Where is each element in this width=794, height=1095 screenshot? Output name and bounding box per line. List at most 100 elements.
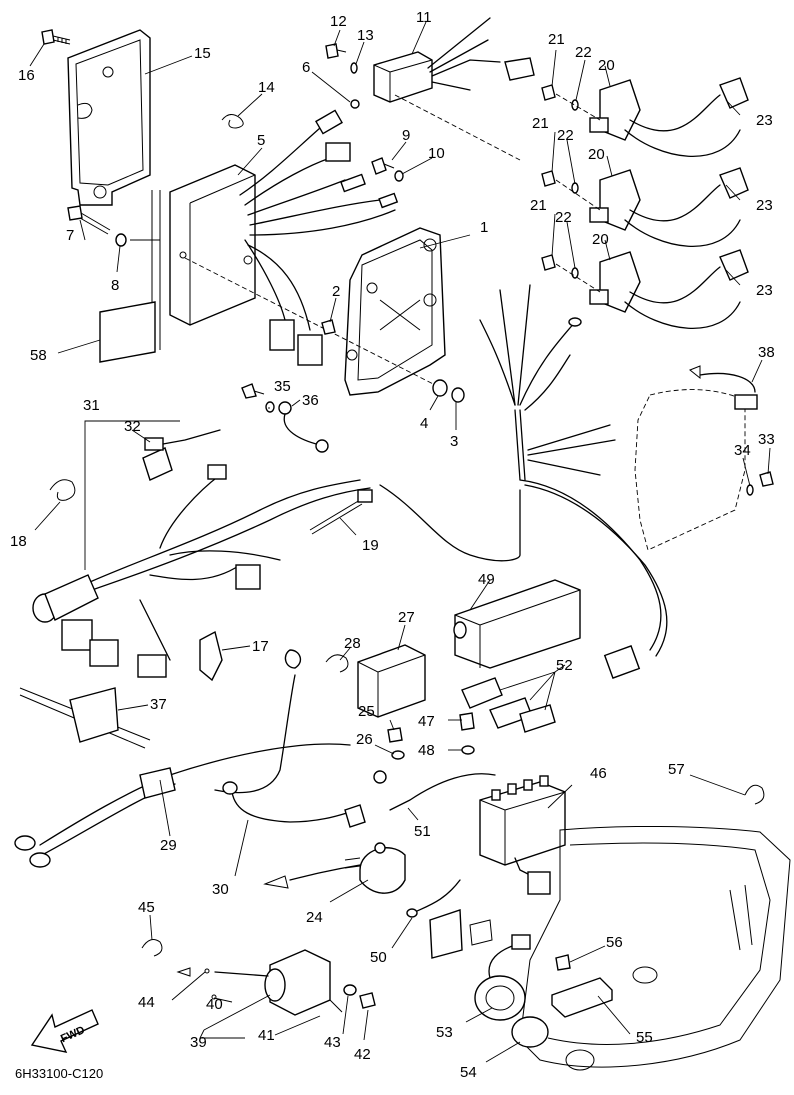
callout-19: 19 [362, 537, 379, 554]
part-46-starter-relay [479, 775, 566, 895]
callout-5: 5 [257, 132, 265, 149]
callout-22c: 22 [555, 209, 572, 226]
part-2-bolt [321, 319, 336, 335]
part-51-lead [389, 773, 496, 811]
part-3-nut [451, 387, 465, 403]
part-43-washer [343, 984, 357, 996]
callout-41: 41 [258, 1027, 275, 1044]
callout-17: 17 [252, 638, 269, 655]
part-13-washer [350, 62, 358, 74]
callout-23b: 23 [756, 197, 773, 214]
callout-3: 3 [450, 433, 458, 450]
part-15-cover [67, 29, 151, 206]
part-57-clip [744, 784, 765, 805]
callout-20b: 20 [588, 146, 605, 163]
part-20-ignition-coil-2 [589, 167, 749, 248]
callout-39: 39 [190, 1034, 207, 1051]
bottom-cowling [519, 825, 791, 1071]
part-20-ignition-coil-1 [589, 77, 749, 158]
callout-53: 53 [436, 1024, 453, 1041]
callout-44: 44 [138, 994, 155, 1011]
part-1-bracket [344, 227, 446, 396]
part-5-cdi-unit [169, 164, 256, 326]
callout-52: 52 [556, 657, 573, 674]
part-40-clips [204, 968, 217, 1000]
part-24-solenoid [344, 842, 406, 894]
part-39-solenoid [176, 949, 343, 1016]
callout-33: 33 [758, 431, 775, 448]
part-36-ground-lead [265, 401, 329, 453]
part-47-bolt [459, 712, 475, 731]
part-42-bolt [359, 992, 376, 1009]
callout-49: 49 [478, 571, 495, 588]
part-34-washer [746, 484, 754, 496]
callout-29: 29 [160, 837, 177, 854]
part-25-bolt [387, 727, 403, 743]
part-35-bolt [241, 383, 265, 399]
callout-30: 30 [212, 881, 229, 898]
callout-40: 40 [206, 996, 223, 1013]
part-45-clip [141, 939, 163, 957]
part-4-grommet [432, 379, 448, 397]
callout-46: 46 [590, 765, 607, 782]
callout-23c: 23 [756, 282, 773, 299]
part-26-washer [391, 750, 405, 760]
part-31-wiring-harness [89, 284, 668, 679]
bracket-leader [184, 257, 446, 391]
part-6-nut [350, 99, 360, 109]
part-28-clip [325, 654, 349, 673]
part-17-clamp [199, 630, 223, 682]
callout-2: 2 [332, 283, 340, 300]
part-30-cable [222, 781, 366, 889]
callout-18: 18 [10, 533, 27, 550]
engine-block-outline [634, 389, 746, 551]
callout-54: 54 [460, 1064, 477, 1081]
part-11-rectifier [373, 17, 535, 103]
coil-leader-lines [555, 93, 601, 293]
harness-connectors [32, 447, 261, 678]
callout-38: 38 [758, 344, 775, 361]
part-10-washer [394, 170, 404, 182]
callout-22a: 22 [575, 44, 592, 61]
callout-45: 45 [138, 899, 155, 916]
part-16-bolt [41, 29, 71, 45]
forward-direction-arrow: FWD [30, 1009, 99, 1053]
part-49-cover [453, 579, 581, 669]
part-55-bracket [551, 977, 613, 1018]
callout-51: 51 [414, 823, 431, 840]
callout-50: 50 [370, 949, 387, 966]
part-19-cable-tie [309, 489, 373, 535]
callout-15: 15 [194, 45, 211, 62]
part-54-seal [511, 1016, 549, 1048]
part-21-bolts [541, 84, 556, 271]
part-52-terminal-caps [461, 677, 556, 733]
part-18-clip [49, 479, 76, 501]
callout-21b: 21 [532, 115, 549, 132]
callout-23a: 23 [756, 112, 773, 129]
callout-21c: 21 [530, 197, 547, 214]
callout-32: 32 [124, 418, 141, 435]
callout-7: 7 [66, 227, 74, 244]
part-27-cover [357, 644, 426, 718]
callout-11: 11 [416, 9, 432, 26]
part-29-battery-cable [14, 649, 387, 868]
callout-4: 4 [420, 415, 428, 432]
callout-20c: 20 [592, 231, 609, 248]
callout-31: 31 [83, 397, 100, 414]
part-53-switch [474, 934, 531, 1021]
part-50-lead [406, 879, 493, 959]
leader-lines [29, 21, 771, 1063]
callout-34: 34 [734, 442, 751, 459]
part-37-holder [19, 687, 151, 749]
callout-42: 42 [354, 1046, 371, 1063]
callout-56: 56 [606, 934, 623, 951]
part-8-washer [115, 233, 127, 247]
callout-27: 27 [398, 609, 415, 626]
rectifier-leader [394, 94, 521, 161]
callout-21a: 21 [548, 31, 565, 48]
part-32-connector [144, 429, 221, 451]
part-38-sensor [689, 365, 758, 410]
callout-6: 6 [302, 59, 310, 76]
callout-55: 55 [636, 1029, 653, 1046]
